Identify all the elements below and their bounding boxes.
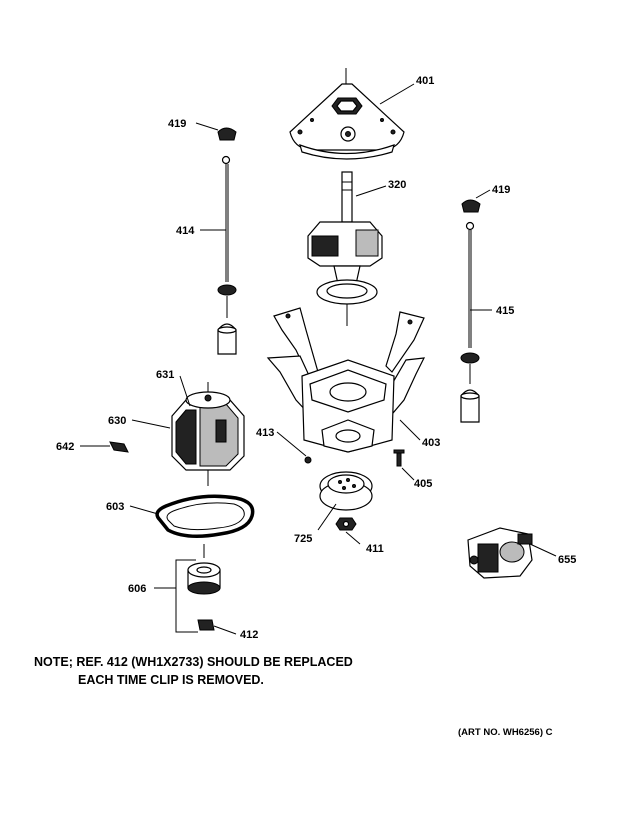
label-320: 320 (388, 179, 406, 191)
part-642-clip (109, 441, 129, 453)
note-line-1: NOTE; REF. 412 (WH1X2733) SHOULD BE REPL… (34, 655, 353, 669)
part-labels: 401 419 419 320 414 415 631 630 642 413 … (56, 75, 576, 641)
leader-lines (80, 83, 557, 635)
label-631: 631 (156, 369, 174, 381)
label-725: 725 (294, 533, 312, 545)
label-419-right: 419 (492, 184, 510, 196)
label-403: 403 (422, 437, 440, 449)
part-403-mounting-plate (266, 307, 426, 453)
part-413-washer (304, 456, 312, 464)
label-412: 412 (240, 629, 258, 641)
label-401: 401 (416, 75, 434, 87)
label-411: 411 (366, 543, 384, 555)
label-405: 405 (414, 478, 432, 490)
part-419-cap-right (461, 199, 481, 213)
label-603: 603 (106, 501, 124, 513)
part-606-pulley (187, 544, 221, 595)
part-401-cover (289, 68, 405, 160)
label-419-left: 419 (168, 118, 186, 130)
art-number: (ART NO. WH6256) C (458, 727, 553, 738)
label-655: 655 (558, 554, 576, 566)
note-line-2: EACH TIME CLIP IS REMOVED. (78, 673, 264, 687)
part-725-pulley (319, 471, 373, 511)
part-320-transmission (307, 171, 383, 326)
part-412-clip (197, 619, 215, 631)
label-630: 630 (108, 415, 126, 427)
label-415: 415 (496, 305, 514, 317)
part-405-screw (393, 449, 405, 467)
part-630-motor (171, 382, 245, 486)
part-603-belt (155, 494, 255, 538)
label-413: 413 (256, 427, 274, 439)
part-414-suspension-rod (217, 155, 237, 355)
label-642: 642 (56, 441, 74, 453)
part-655-pump (467, 527, 533, 579)
label-606: 606 (128, 583, 146, 595)
label-414: 414 (176, 225, 195, 237)
part-411-nut (335, 517, 357, 531)
part-419-cap-left (217, 127, 237, 141)
part-415-suspension-rod (460, 221, 480, 423)
